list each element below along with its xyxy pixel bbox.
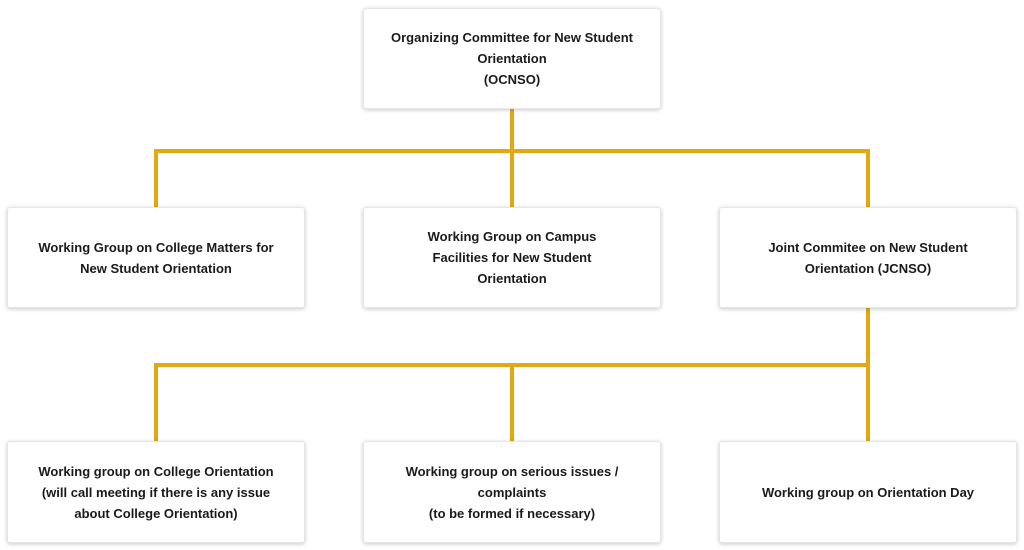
node-campus-facilities-label: Working Group on Campus Facilities for N… (427, 229, 597, 286)
node-ocnso: Organizing Committee for New Student Ori… (363, 8, 661, 109)
node-jcnso: Joint Commitee on New Student Orientatio… (719, 207, 1017, 308)
node-college-orientation-label: Working group on College Orientation (wi… (38, 463, 274, 521)
node-orientation-day-group: Working group on Orientation Day (719, 441, 1017, 543)
node-campus-facilities-group: Working Group on Campus Facilities for N… (363, 207, 661, 308)
node-college-orientation-group: Working group on College Orientation (wi… (7, 441, 305, 543)
node-college-matters-group: Working Group on College Matters for New… (7, 207, 305, 308)
node-jcnso-label: Joint Commitee on New Student Orientatio… (768, 239, 968, 276)
node-serious-issues-label: Working group on serious issues / compla… (405, 463, 619, 521)
node-serious-issues-group: Working group on serious issues / compla… (363, 441, 661, 543)
node-orientation-day-label: Working group on Orientation Day (761, 484, 975, 500)
node-ocnso-label: Organizing Committee for New Student Ori… (391, 30, 633, 87)
node-college-matters-label: Working Group on College Matters for New… (38, 239, 274, 276)
